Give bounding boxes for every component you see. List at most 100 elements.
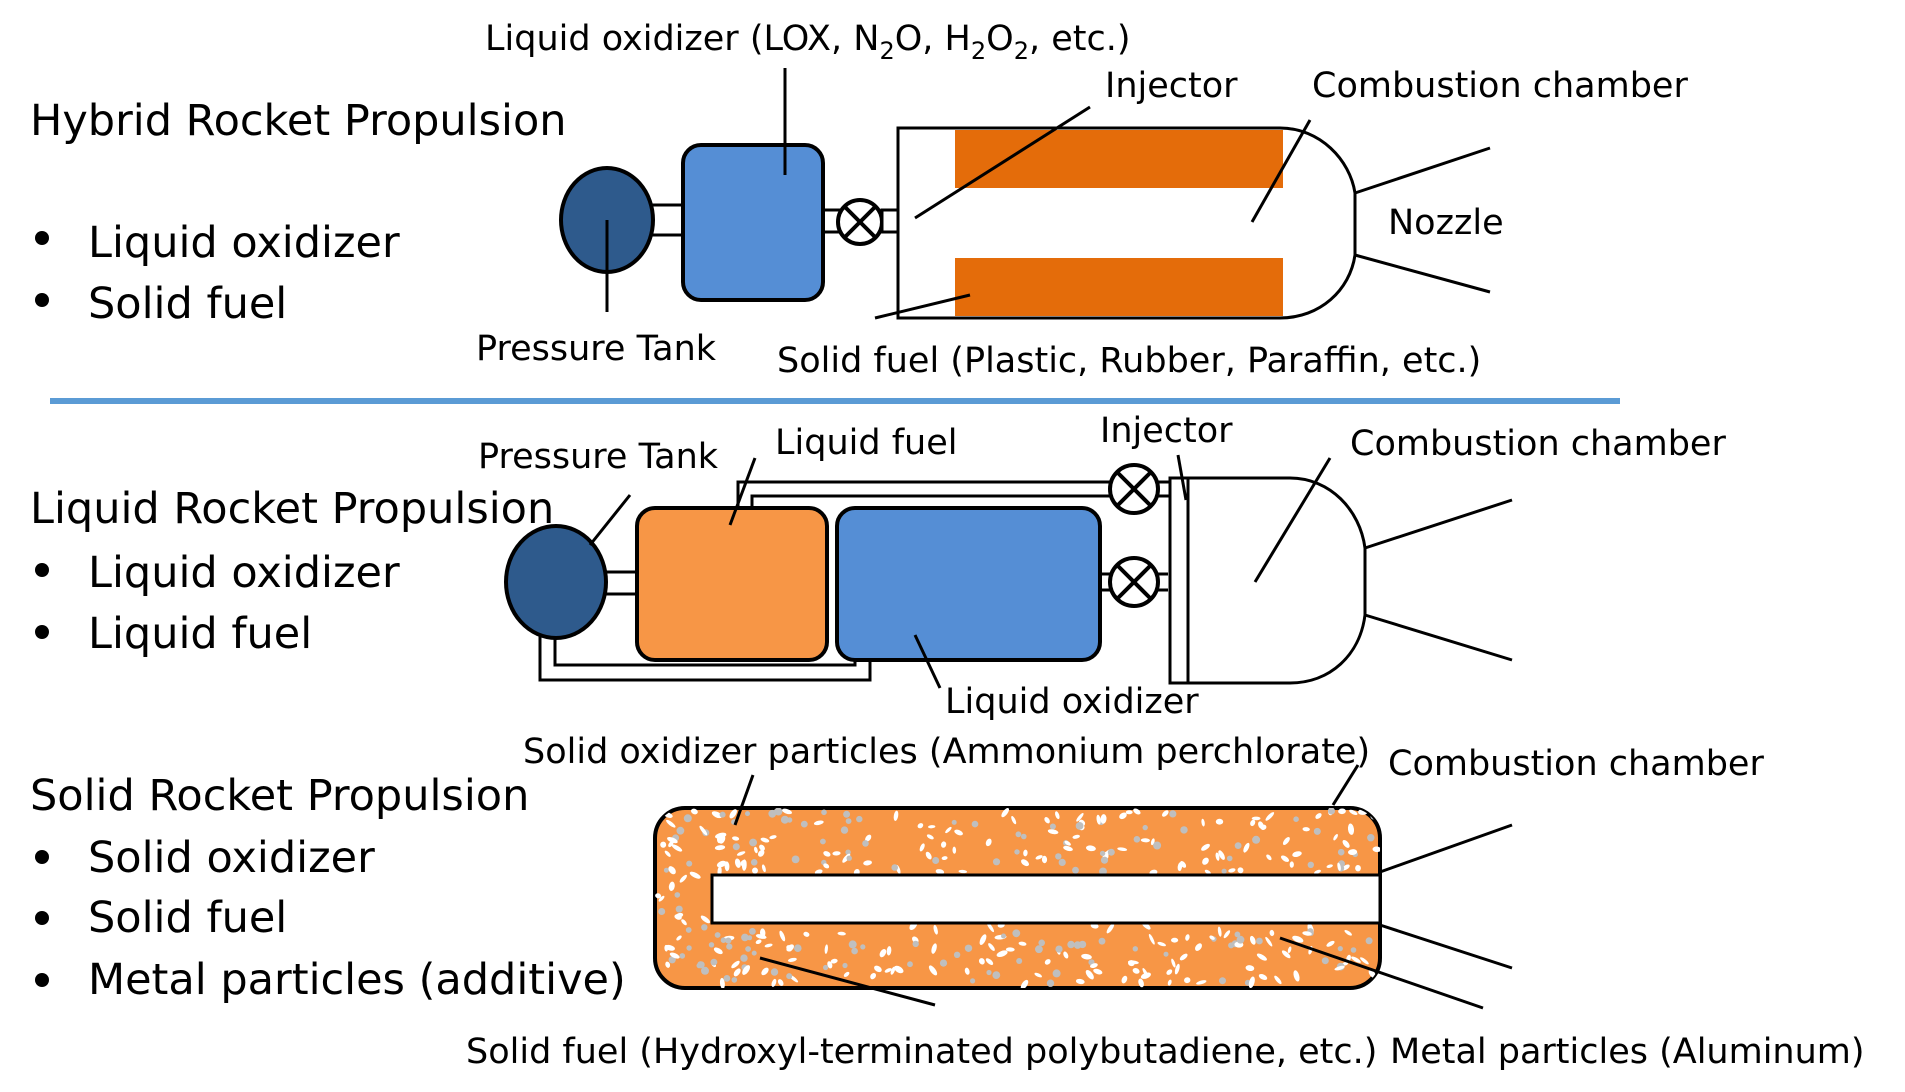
metal-particle: [745, 946, 751, 952]
oxidizer-particle: [736, 851, 746, 856]
solid-particle-field: [655, 808, 1380, 988]
oxidizer-particle: [1215, 852, 1220, 861]
oxidizer-particle: [1333, 834, 1338, 841]
oxidizer-particle: [1133, 808, 1141, 815]
metal-particle: [1012, 929, 1021, 938]
oxidizer-particle: [1184, 977, 1191, 984]
liquid-bullet-liquid-oxidizer: Liquid oxidizer: [88, 548, 400, 598]
metal-particle: [1337, 848, 1345, 856]
metal-particle: [794, 944, 802, 952]
liquid-injector: [1168, 476, 1190, 685]
oxidizer-particle: [1125, 810, 1133, 815]
oxidizer-particle: [954, 829, 963, 836]
oxidizer-particle: [713, 947, 723, 955]
oxidizer-particle: [1047, 829, 1059, 835]
metal-particle: [749, 838, 757, 847]
metal-particle: [800, 820, 808, 828]
oxidizer-particle: [1023, 849, 1028, 857]
solid-bullet-solid-fuel: Solid fuel: [88, 893, 287, 943]
oxidizer-particle: [1360, 957, 1369, 965]
oxidizer-particle: [1041, 855, 1048, 864]
metal-particle: [720, 937, 727, 943]
oxidizer-particle: [1001, 808, 1010, 818]
metal-particle: [846, 855, 852, 861]
hybrid-bullets: Liquid oxidizer Solid fuel: [35, 218, 400, 329]
oxidizer-particle: [729, 809, 737, 819]
oxidizer-particle: [988, 943, 995, 951]
solid-title: Solid Rocket Propulsion: [30, 771, 529, 821]
oxidizer-particle: [952, 846, 957, 854]
metal-particle: [686, 945, 692, 951]
oxidizer-particle: [731, 960, 740, 969]
metal-particle: [1107, 848, 1115, 856]
liquid-pressure-tank: [504, 524, 608, 640]
oxidizer-particle: [1368, 969, 1376, 978]
oxidizer-particle: [732, 836, 740, 841]
bullet-dot: [35, 911, 49, 925]
metal-particle: [686, 860, 693, 867]
metal-particle: [732, 843, 740, 851]
liquid-bullets: Liquid oxidizer Liquid fuel: [35, 548, 400, 659]
solid-nozzle: [1379, 823, 1513, 970]
oxidizer-particle: [1096, 814, 1101, 825]
metal-particle: [860, 944, 866, 950]
metal-particle: [668, 956, 676, 964]
oxidizer-particle: [941, 856, 948, 861]
bullet-dot: [35, 231, 49, 245]
oxidizer-particle: [1349, 809, 1358, 816]
metal-particle: [745, 811, 750, 817]
metal-particle: [932, 857, 940, 864]
metal-particle: [1163, 951, 1169, 957]
oxidizer-particle: [742, 965, 751, 975]
metal-particle: [710, 958, 718, 966]
oxidizer-particle: [1106, 923, 1115, 934]
oxidizer-particle: [964, 967, 970, 975]
metal-particle: [1001, 933, 1006, 939]
hybrid-title: Hybrid Rocket Propulsion: [30, 96, 567, 146]
oxidizer-particle: [935, 869, 945, 875]
oxidizer-particle: [1248, 976, 1255, 988]
oxidizer-particle: [691, 808, 698, 815]
metal-particle: [951, 819, 957, 825]
oxidizer-particle: [1018, 941, 1027, 946]
oxidizer-particle: [777, 979, 784, 986]
oxidizer-particle: [1204, 869, 1211, 875]
metal-particle: [1058, 858, 1066, 867]
metal-particle: [1307, 861, 1315, 868]
oxidizer-particle: [1055, 811, 1060, 820]
metal-particle: [1014, 849, 1020, 855]
oxidizer-particle: [1064, 840, 1071, 846]
oxidizer-particle: [716, 860, 727, 868]
liquid-label-combustion-chamber: Combustion chamber: [1350, 424, 1726, 464]
oxidizer-particle: [823, 863, 830, 869]
oxidizer-particle: [919, 843, 925, 852]
oxidizer-particle: [1085, 969, 1094, 980]
oxidizer-particle: [1117, 847, 1128, 852]
section-divider: [50, 398, 1620, 404]
solid-section: Solid Rocket Propulsion Solid oxidizer S…: [30, 732, 1865, 1072]
oxidizer-particle: [1302, 931, 1312, 936]
oxidizer-particle: [1085, 845, 1096, 852]
oxidizer-particle: [718, 835, 726, 844]
metal-particle: [1098, 937, 1106, 945]
liquid-nozzle: [1364, 498, 1513, 662]
oxidizer-particle: [1372, 846, 1380, 853]
oxidizer-particle: [1093, 968, 1103, 975]
oxidizer-particle: [985, 838, 992, 847]
metal-particle: [1328, 808, 1335, 815]
metal-particle: [1228, 942, 1235, 949]
metal-particle: [1180, 826, 1188, 834]
liquid-pipe-tank-to-fuel: [601, 570, 639, 596]
solid-label-combustion-chamber: Combustion chamber: [1388, 744, 1764, 784]
oxidizer-particle: [1355, 865, 1361, 872]
metal-particle: [912, 940, 919, 948]
hybrid-oxidizer-tank: [681, 143, 825, 302]
oxidizer-particle: [1344, 929, 1352, 936]
oxidizer-particle: [879, 948, 887, 958]
metal-particle: [1021, 833, 1027, 840]
hybrid-label-injector: Injector: [1105, 66, 1238, 106]
liquid-oxidizer-tank: [835, 506, 1102, 662]
metal-particle: [679, 953, 686, 959]
metal-particle: [685, 927, 692, 933]
oxidizer-particle: [711, 811, 722, 819]
